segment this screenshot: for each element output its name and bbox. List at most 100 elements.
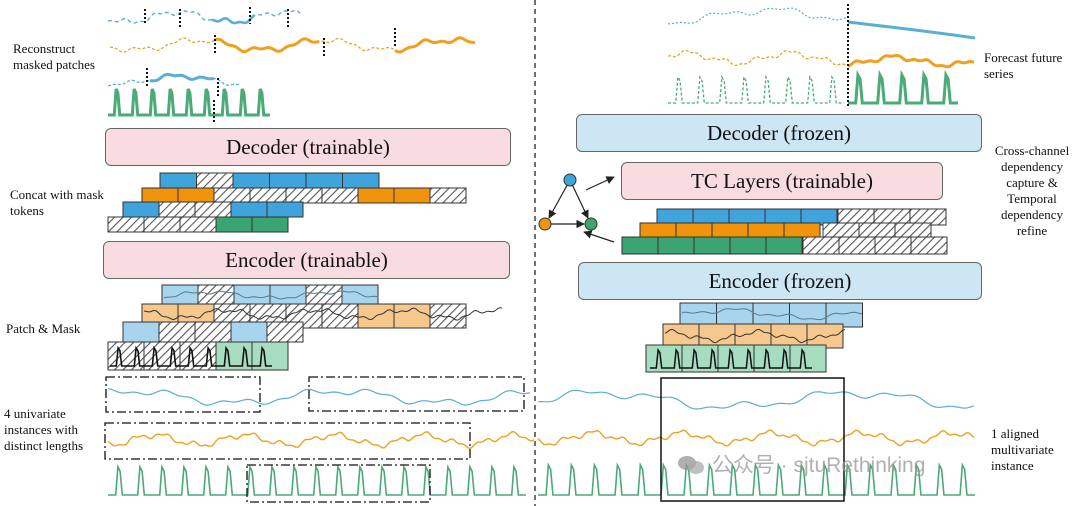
series-green-raw bbox=[108, 464, 526, 496]
token-cell-orange-row bbox=[747, 222, 785, 239]
token-cell-orange-row bbox=[321, 187, 359, 204]
patch-cell-orange bbox=[662, 323, 700, 349]
series-blue-recon bbox=[149, 72, 215, 83]
token-cell-green-row bbox=[765, 236, 803, 255]
series-blue-raw bbox=[537, 389, 975, 410]
token-cell-blue-row bbox=[230, 201, 268, 218]
token-cell-orange-row bbox=[675, 222, 713, 239]
series-blue-recon bbox=[211, 14, 255, 25]
token-cell-green-row bbox=[215, 216, 253, 233]
patch-cell-blue bbox=[122, 321, 160, 343]
instance-bracket bbox=[308, 376, 525, 412]
series-blue-recon bbox=[107, 9, 301, 24]
label-reconstruct-masked-patches: Reconstruct masked patches bbox=[13, 41, 95, 72]
label-univariate-instances: 4 univariate instances with distinct len… bbox=[4, 406, 84, 453]
token-cell-green-row bbox=[107, 216, 145, 233]
patch-cell-blue bbox=[825, 302, 863, 328]
patch-cell-blue bbox=[305, 284, 343, 305]
token-cell-hatched bbox=[822, 222, 860, 239]
patch-signal-line bbox=[110, 345, 272, 367]
series-blue-input bbox=[667, 7, 849, 25]
tc-layers-box: TC Layers (trainable) bbox=[621, 162, 943, 200]
token-cell-orange-row bbox=[177, 187, 215, 204]
series-orange-raw bbox=[107, 430, 535, 450]
label-patch-and-mask: Patch & Mask bbox=[6, 321, 81, 336]
token-cell-orange-row bbox=[141, 187, 179, 204]
series-blue-raw bbox=[107, 387, 531, 406]
token-cell-blue-row bbox=[342, 172, 380, 189]
patch-cell-blue bbox=[158, 321, 196, 343]
token-cell-blue-row bbox=[266, 201, 304, 218]
series-green-recon bbox=[108, 88, 270, 117]
token-cell-green-row bbox=[657, 236, 695, 255]
token-cell-blue-row bbox=[196, 172, 234, 189]
token-cell-hatched bbox=[910, 236, 948, 255]
token-cell-hatched bbox=[858, 222, 896, 239]
token-cell-orange-row bbox=[639, 222, 677, 239]
patch-signal-line bbox=[163, 290, 379, 300]
patch-cell-blue bbox=[341, 284, 379, 305]
token-cell-blue-row bbox=[269, 172, 307, 189]
token-cell-blue-row bbox=[194, 201, 232, 218]
series-orange-recon bbox=[394, 36, 476, 54]
graph-edge bbox=[548, 179, 571, 219]
graph-edge bbox=[569, 179, 589, 219]
patch-cell-blue bbox=[230, 321, 268, 343]
token-cell-green-row bbox=[621, 236, 659, 255]
graph-arrow bbox=[585, 176, 615, 191]
patch-cell-orange bbox=[770, 323, 808, 349]
series-green-input bbox=[668, 74, 844, 104]
patch-signal-line bbox=[664, 328, 846, 344]
token-cell-blue-row bbox=[158, 201, 196, 218]
token-cell-orange-row bbox=[357, 187, 395, 204]
patch-signal-line bbox=[650, 347, 812, 369]
graph-node-green bbox=[584, 217, 598, 231]
decoder-frozen-box: Decoder (frozen) bbox=[576, 114, 982, 152]
instance-bracket bbox=[105, 376, 261, 413]
series-blue-forecast bbox=[847, 20, 976, 40]
token-cell-orange-row bbox=[249, 187, 287, 204]
encoder-frozen-box: Encoder (frozen) bbox=[578, 262, 982, 300]
token-cell-hatched bbox=[802, 236, 840, 255]
token-cell-orange-row bbox=[429, 187, 467, 204]
aligned-window-box bbox=[660, 377, 845, 502]
patch-cell-blue bbox=[679, 302, 717, 328]
patch-cell-blue bbox=[269, 284, 307, 305]
token-cell-green-row bbox=[729, 236, 767, 255]
label-concat-mask-tokens: Concat with mask tokens bbox=[10, 187, 104, 218]
token-cell-orange-row bbox=[711, 222, 749, 239]
watermark-text: 公众号 · sjtuRethinking bbox=[678, 449, 925, 479]
token-cell-green-row bbox=[693, 236, 731, 255]
token-cell-hatched bbox=[838, 236, 876, 255]
token-cell-blue-row bbox=[122, 201, 160, 218]
token-cell-blue-row bbox=[159, 172, 197, 189]
wechat-icon bbox=[678, 454, 706, 476]
series-green-raw bbox=[538, 462, 975, 496]
token-cell-hatched bbox=[874, 236, 912, 255]
token-cell-green-row bbox=[251, 216, 289, 233]
token-cell-orange-row bbox=[213, 187, 251, 204]
graph-node-blue bbox=[563, 173, 577, 187]
series-green-forecast bbox=[848, 69, 958, 105]
token-cell-green-row bbox=[143, 216, 181, 233]
token-cell-blue-row bbox=[305, 172, 343, 189]
patch-cell-blue bbox=[266, 321, 304, 343]
label-cross-channel: Cross-channel dependency capture & Tempo… bbox=[994, 143, 1070, 238]
patch-cell-blue bbox=[194, 321, 232, 343]
graph-node-orange bbox=[538, 217, 552, 231]
instance-bracket bbox=[246, 464, 431, 503]
patch-cell-blue bbox=[789, 302, 827, 328]
token-cell-orange-row bbox=[393, 187, 431, 204]
decoder-trainable-box: Decoder (trainable) bbox=[105, 128, 511, 166]
series-orange-input bbox=[667, 49, 849, 67]
token-cell-hatched bbox=[894, 222, 932, 239]
patch-cell-orange bbox=[393, 303, 431, 329]
series-orange-recon bbox=[214, 37, 320, 54]
encoder-trainable-box: Encoder (trainable) bbox=[103, 241, 510, 279]
patch-signal-line bbox=[681, 308, 863, 321]
token-cell-green-row bbox=[179, 216, 217, 233]
series-orange-raw bbox=[537, 429, 975, 447]
instance-bracket bbox=[104, 422, 471, 460]
